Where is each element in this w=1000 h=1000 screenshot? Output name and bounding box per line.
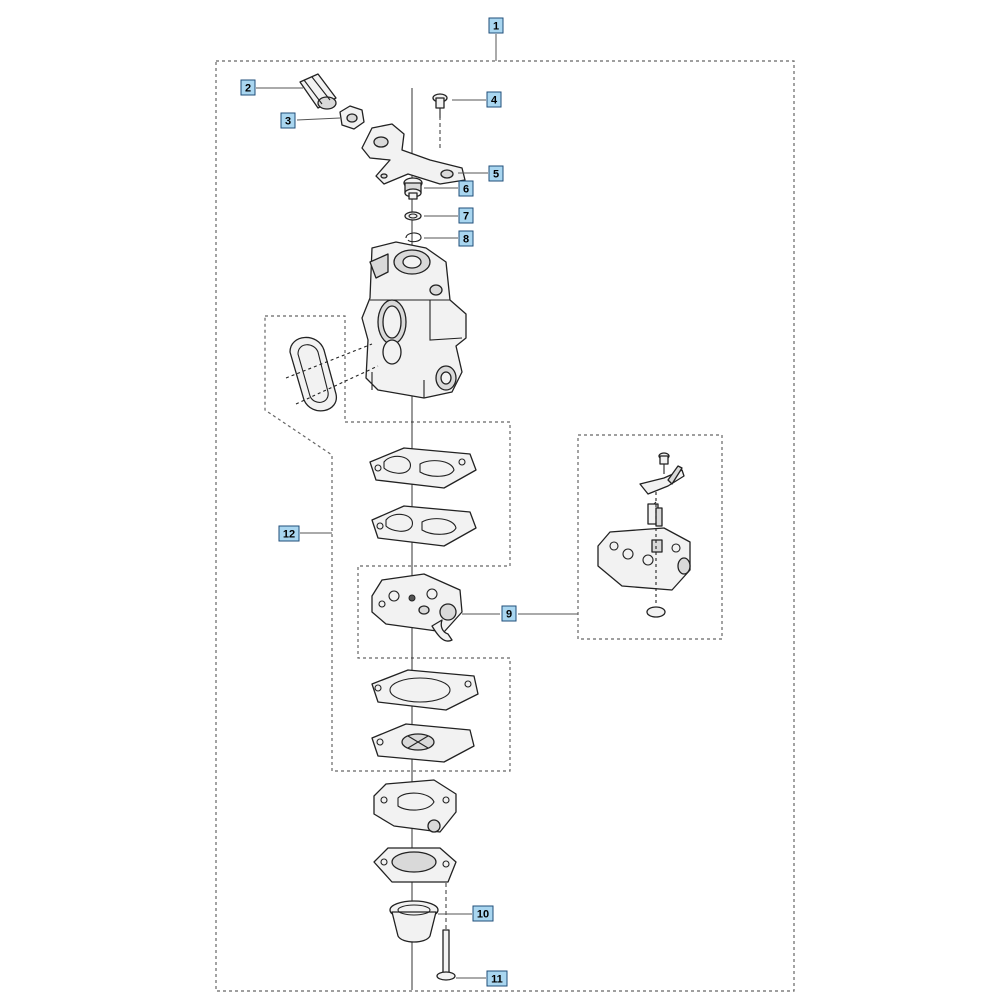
bottom-cover-plate xyxy=(373,847,457,883)
callout-5-label: 5 xyxy=(493,169,499,181)
callout-10-label: 10 xyxy=(477,909,489,921)
callout-2: 2 xyxy=(240,79,256,96)
callout-6-label: 6 xyxy=(463,184,469,196)
assembly-frame xyxy=(215,60,795,992)
callout-2-label: 2 xyxy=(245,83,251,95)
part-9-detail-view xyxy=(597,452,691,618)
part-8-clip xyxy=(405,232,422,243)
callout-11-label: 11 xyxy=(491,974,503,986)
part-11-pin xyxy=(436,929,456,981)
callout-10: 10 xyxy=(472,905,494,922)
part-9-pump-cover xyxy=(371,573,463,642)
callout-11: 11 xyxy=(486,970,508,987)
callout-6: 6 xyxy=(458,180,474,197)
callout-9: 9 xyxy=(501,605,517,622)
part-5-bracket xyxy=(361,123,466,185)
callout-4: 4 xyxy=(486,91,502,108)
part-2-fitting xyxy=(299,73,337,110)
part-4-screw xyxy=(432,93,448,118)
callout-5: 5 xyxy=(488,165,504,182)
callout-8-label: 8 xyxy=(463,234,469,246)
leader-3 xyxy=(296,117,341,121)
kit-12-outline xyxy=(264,315,511,772)
callout-1: 1 xyxy=(488,17,504,34)
leader-lines xyxy=(256,34,578,979)
metering-housing xyxy=(373,779,457,833)
callout-7-label: 7 xyxy=(463,211,469,223)
part-10-primer-bulb xyxy=(389,900,439,943)
gasket-plate-1 xyxy=(369,447,477,489)
part-6-valve xyxy=(403,177,423,200)
callout-4-label: 4 xyxy=(491,95,498,107)
callout-8: 8 xyxy=(458,230,474,247)
gasket-plate-2 xyxy=(371,505,477,547)
callout-12: 12 xyxy=(278,525,300,542)
part-3-nut xyxy=(339,105,365,130)
callout-7: 7 xyxy=(458,207,474,224)
diaphragm-plate xyxy=(371,723,475,763)
metering-diaphragm xyxy=(371,669,479,711)
callout-1-label: 1 xyxy=(493,21,499,33)
oval-gasket xyxy=(285,336,379,412)
part-9-detail-frame xyxy=(577,434,723,640)
callout-3: 3 xyxy=(280,112,296,129)
carburetor-body xyxy=(361,241,467,399)
callout-9-label: 9 xyxy=(506,609,512,621)
callout-12-label: 12 xyxy=(283,529,295,541)
part-7-washer xyxy=(404,211,422,221)
callout-3-label: 3 xyxy=(285,116,291,128)
